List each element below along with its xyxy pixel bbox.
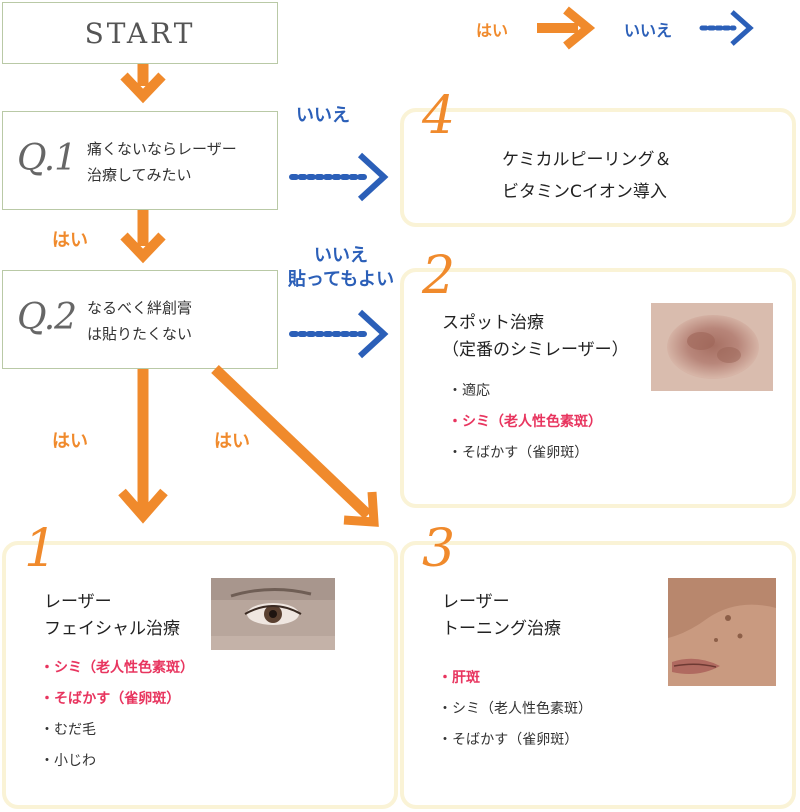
result-1-item: ・むだ毛 (40, 722, 96, 738)
result-3-box: 3 レーザー トーニング治療 ・肝斑 ・シミ（老人性色素斑） ・そばかす（雀卵斑… (400, 523, 796, 809)
legend-no-label: いいえ (624, 21, 673, 40)
result-2-title: スポット治療 （定番のシミレーザー） (442, 313, 629, 360)
arrow-start-to-q1 (120, 64, 166, 104)
result-3-item: ・シミ（老人性色素斑） (438, 701, 592, 717)
arrow-q2-yes-to-result-3 (211, 365, 379, 527)
legend-yes-arrow (537, 6, 596, 50)
q1-no-label: いいえ (296, 105, 350, 126)
result-4-number: 4 (422, 86, 456, 146)
result-2-list: ・適応 ・シミ（老人性色素斑） ・そばかす（雀卵斑） (448, 376, 602, 469)
result-2-number: 2 (422, 246, 456, 306)
result-2-item: ・適応 (448, 383, 490, 399)
result-1-list: ・シミ（老人性色素斑） ・そばかす（雀卵斑） ・むだ毛 ・小じわ (40, 653, 194, 777)
result-1-title: レーザー フェイシャル治療 (44, 592, 180, 639)
result-3-list: ・肝斑 ・シミ（老人性色素斑） ・そばかす（雀卵斑） (438, 663, 592, 756)
arrow-q1-no-to-result-4 (289, 152, 389, 202)
spot-skin-photo (651, 303, 773, 391)
arrow-q2-no-to-result-2 (289, 309, 389, 359)
q2-yes-diagonal-label: はい (214, 431, 250, 452)
result-4-title: ケミカルピーリング＆ ビタミンCイオン導入 (502, 150, 672, 202)
question-2-box: Q.2 なるべく絆創膏 は貼りたくない (2, 270, 278, 369)
q1-yes-label: はい (52, 230, 88, 251)
start-box: START (2, 2, 278, 64)
result-2-box: 2 スポット治療 （定番のシミレーザー） ・適応 ・シミ（老人性色素斑） ・そば… (400, 250, 796, 508)
result-1-item: ・そばかす（雀卵斑） (40, 691, 181, 707)
result-1-item: ・シミ（老人性色素斑） (40, 660, 194, 676)
q2-no-label: いいえ 貼ってもよい (287, 245, 395, 290)
result-1-number: 1 (24, 519, 58, 579)
start-label: START (84, 16, 196, 50)
result-1-box: 1 レーザー フェイシャル治療 ・シミ（老人性色素斑） ・そばかす（雀卵斑） ・… (2, 523, 398, 809)
result-3-item: ・肝斑 (438, 670, 480, 686)
result-2-item: ・そばかす（雀卵斑） (448, 445, 589, 461)
arrow-q1-yes-to-q2 (120, 210, 166, 264)
question-1-label: Q.1 (17, 138, 77, 179)
result-3-title: レーザー トーニング治療 (442, 592, 561, 639)
result-1-item: ・小じわ (40, 753, 96, 769)
result-4-box: 4 ケミカルピーリング＆ ビタミンCイオン導入 (400, 90, 796, 227)
cheek-skin-photo (668, 578, 776, 686)
question-1-box: Q.1 痛くないならレーザー 治療してみたい (2, 111, 278, 210)
eye-face-photo (211, 578, 335, 650)
question-2-text: なるべく絆創膏 は貼りたくない (87, 299, 193, 343)
legend-yes-label: はい (476, 21, 509, 40)
result-3-number: 3 (422, 519, 456, 579)
result-3-item: ・そばかす（雀卵斑） (438, 732, 579, 748)
result-2-item: ・シミ（老人性色素斑） (448, 414, 602, 430)
arrow-q2-yes-to-result-1 (118, 369, 168, 524)
legend-no-arrow (699, 10, 754, 46)
q2-yes-down-label: はい (52, 431, 88, 452)
question-2-label: Q.2 (17, 297, 77, 338)
question-1-text: 痛くないならレーザー 治療してみたい (87, 140, 237, 184)
